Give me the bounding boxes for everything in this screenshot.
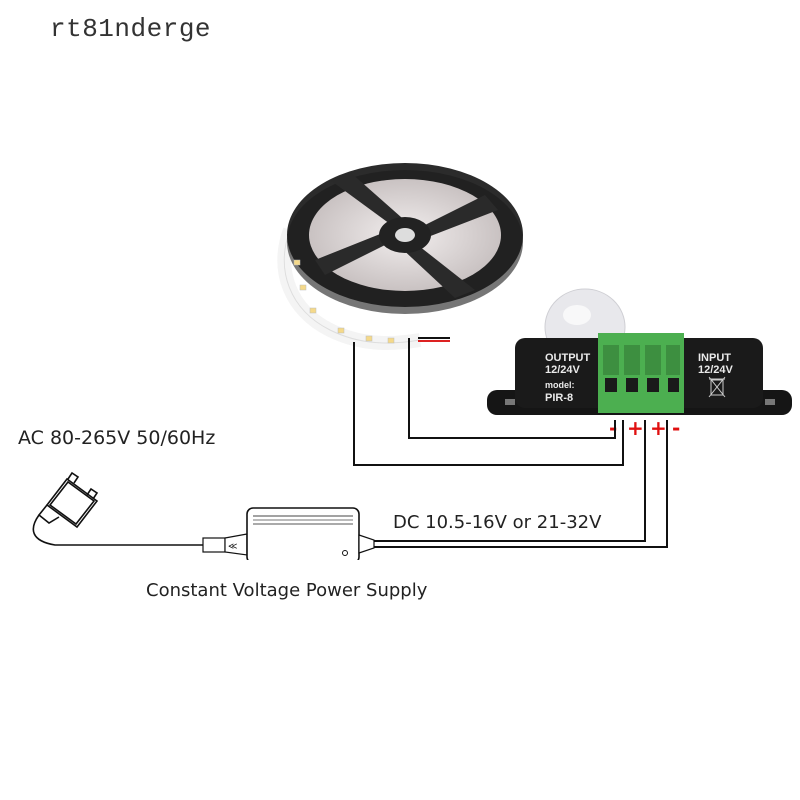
wire-strip-positive-vertical xyxy=(353,342,355,466)
terminal-sign-output-positive: + xyxy=(627,416,644,440)
wire-psu-positive-horizontal xyxy=(374,540,646,542)
wire-strip-negative-horizontal xyxy=(408,437,616,439)
input-voltage: 12/24V xyxy=(698,364,734,376)
wire-output-positive-drop xyxy=(622,420,624,466)
ac-input-label: AC 80-265V 50/60Hz xyxy=(18,427,216,449)
svg-text:≪: ≪ xyxy=(228,542,237,552)
pir-controller: OUTPUT 12/24V model: PIR-8 INPUT 12/24V xyxy=(487,288,792,415)
terminal-sign-input-negative: - xyxy=(672,416,681,440)
wire-strip-positive-horizontal xyxy=(353,464,624,466)
model-label: model: xyxy=(545,380,575,390)
terminal-sign-output-negative: - xyxy=(609,418,617,438)
weee-bin-icon xyxy=(708,376,726,398)
input-title: INPUT xyxy=(698,352,731,364)
ac-plug-icon xyxy=(32,471,205,546)
terminal-sign-input-positive: + xyxy=(650,416,667,440)
wire-input-positive-drop xyxy=(644,420,646,542)
led-strip-reel xyxy=(277,163,523,350)
wire-output-negative-drop xyxy=(614,420,616,439)
wire-psu-negative-horizontal xyxy=(374,546,668,548)
dc-output-label: DC 10.5-16V or 21-32V xyxy=(393,512,602,533)
output-title: OUTPUT xyxy=(545,352,591,364)
power-supply-diagram: ≪ xyxy=(32,471,375,560)
model-value: PIR-8 xyxy=(545,392,573,404)
wire-input-negative-drop xyxy=(666,420,668,548)
output-voltage: 12/24V xyxy=(545,364,581,376)
wire-strip-negative-vertical xyxy=(408,338,410,438)
watermark-text: rt81nderge xyxy=(50,14,212,44)
power-supply-label: Constant Voltage Power Supply xyxy=(146,580,428,601)
